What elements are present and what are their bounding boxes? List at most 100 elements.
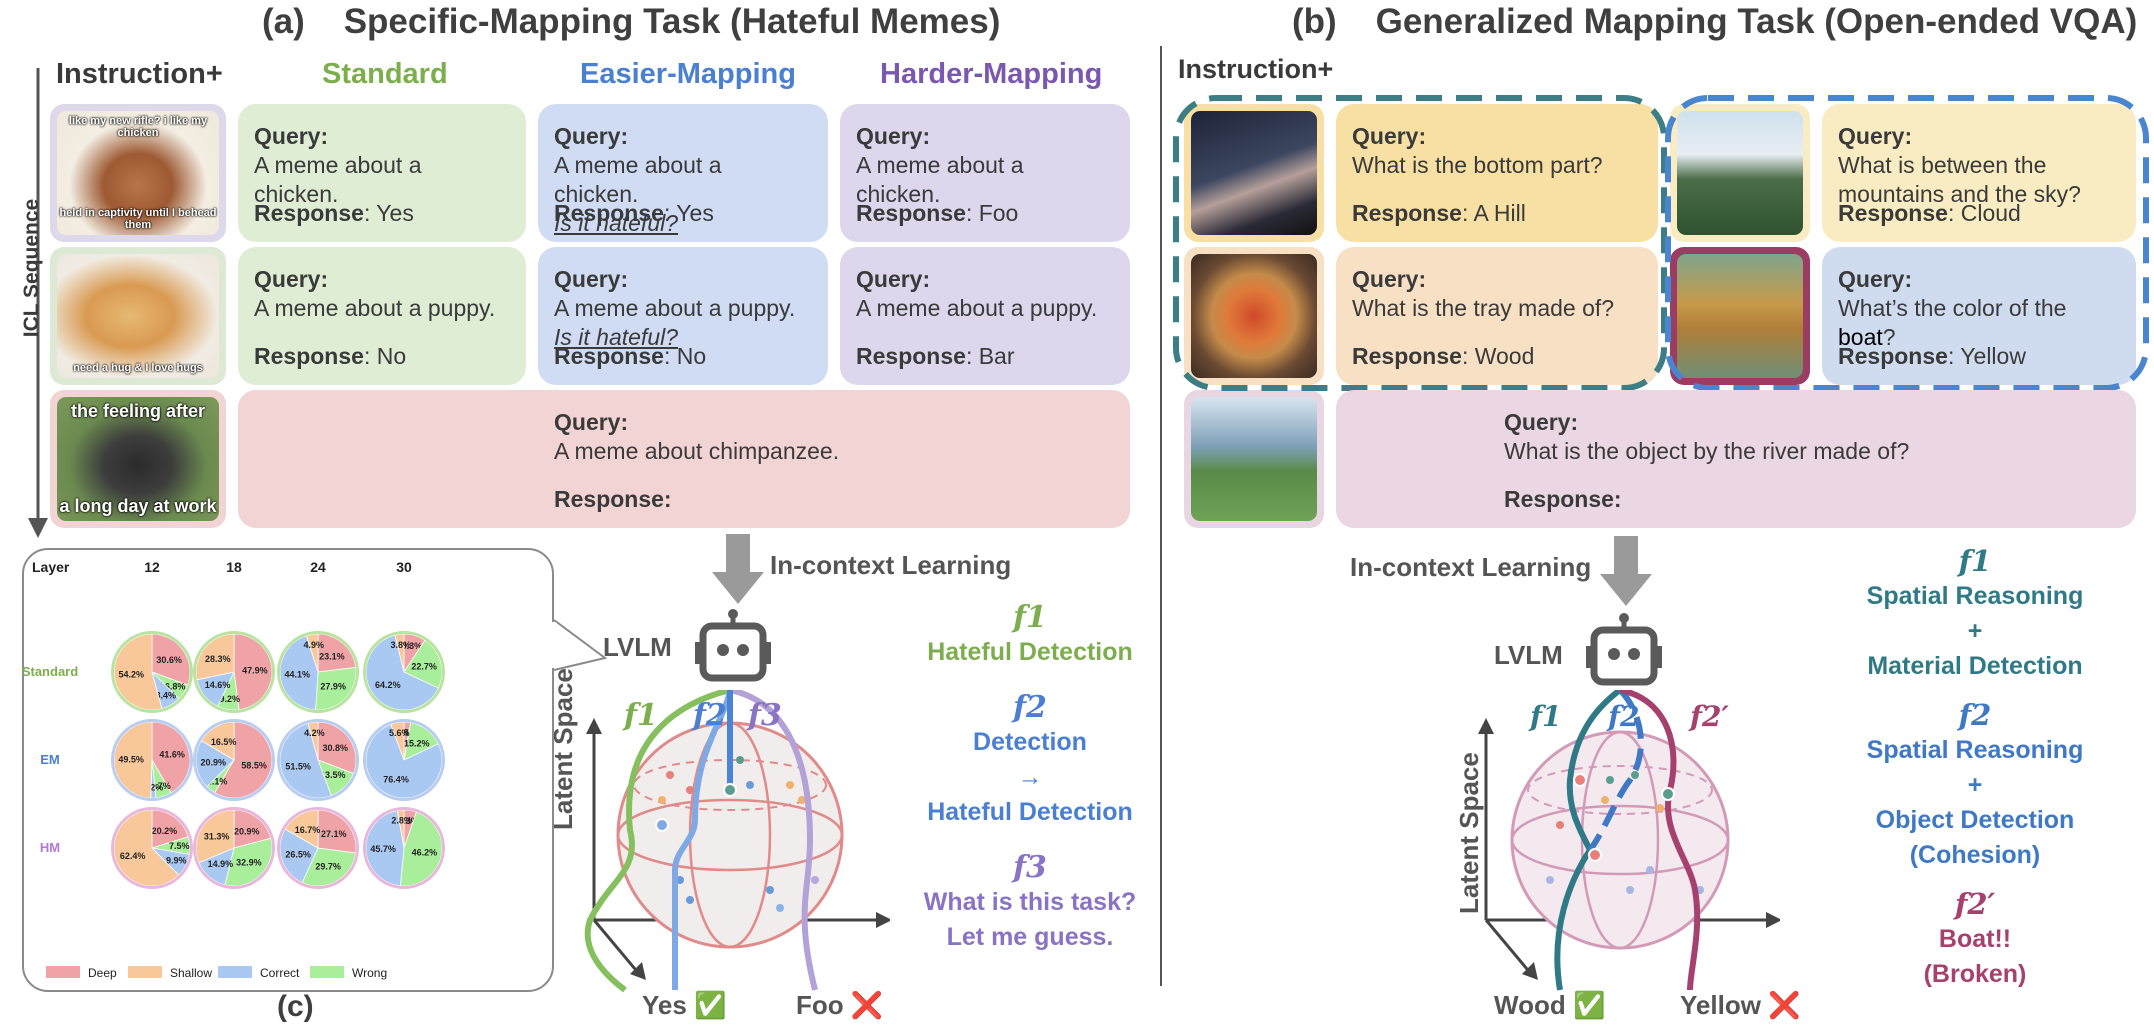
latent-label-b: Latent Space xyxy=(1454,752,1484,914)
pie-border xyxy=(193,719,275,801)
pie-slice-label: 6.8% xyxy=(165,682,186,692)
robot-icon-a xyxy=(695,609,771,682)
pie-slice xyxy=(365,634,439,711)
f2-label-a: f2 xyxy=(693,698,727,733)
pie-slice xyxy=(233,809,272,849)
query-text: A meme about a chicken. xyxy=(856,152,1024,207)
response-line: Response: Yes xyxy=(554,200,714,226)
output-yes: Yes ✅ xyxy=(642,990,727,1020)
pie-slice xyxy=(284,809,319,849)
pie-slice-label: 8.4% xyxy=(156,691,177,701)
pie-slice-label: 28.3% xyxy=(205,654,231,664)
panel-a-title-text: Specific-Mapping Task (Hateful Memes) xyxy=(343,2,1001,41)
col-head-harder: Harder-Mapping xyxy=(880,58,1103,90)
query-text: A meme about a chicken. xyxy=(554,152,722,207)
pie-slice-label: 4.1% xyxy=(207,777,228,787)
pie-slice xyxy=(317,633,357,673)
pie-slice xyxy=(365,723,443,799)
panel-a-label: (a) xyxy=(262,2,305,41)
icl-sequence-arrow xyxy=(28,68,48,538)
response-line: Response: A Hill xyxy=(1352,200,1526,226)
robot-icon-b xyxy=(1586,613,1662,686)
pie-slice-label: 49.5% xyxy=(118,755,144,765)
boat-image xyxy=(1677,254,1803,378)
callout-tail xyxy=(552,619,608,671)
query-label: Query: xyxy=(1838,266,1913,292)
pie-slice-label: 4.2% xyxy=(304,728,325,738)
query-text: What is the tray made of? xyxy=(1352,295,1615,321)
pie-slice xyxy=(365,810,405,887)
panel-b-label: (b) xyxy=(1292,2,1337,41)
vqa-thumb-river xyxy=(1184,390,1324,528)
pie-slice-label: 20.9% xyxy=(200,758,226,768)
pie-slice-label: 2.8% xyxy=(391,816,412,826)
check-icon: ✅ xyxy=(1572,990,1606,1020)
pie-slice-label: 27.1% xyxy=(321,829,347,839)
pie-slice-label: 44.1% xyxy=(284,670,310,680)
vqa-thumb-pizza xyxy=(1184,247,1324,385)
pie-slice-label: 14.6% xyxy=(205,680,231,690)
vqa-box-3: Query: What is the tray made of? Respons… xyxy=(1336,247,1658,385)
pie-slice-label: 2.2% xyxy=(143,782,164,792)
cross-icon: ❌ xyxy=(1768,990,1801,1020)
box-easier-chicken: Query: A meme about a chicken. Is it hat… xyxy=(538,104,828,242)
hateful-prompt: Is it hateful? xyxy=(554,324,679,350)
pie-border xyxy=(193,807,275,889)
pie-slice-label: 30.8% xyxy=(322,743,348,753)
query-text: A meme about a puppy. xyxy=(254,295,496,321)
legend-label: Deep xyxy=(88,966,117,980)
pie-border xyxy=(277,807,359,889)
response-line: Response: Bar xyxy=(856,343,1015,369)
pie-slice-label: 20.9% xyxy=(234,826,260,836)
pie-slice xyxy=(151,633,191,686)
box-standard-chicken: Query: A meme about a chicken. Response:… xyxy=(238,104,526,242)
query-label: Query: xyxy=(254,266,329,292)
query-label: Query: xyxy=(1352,266,1427,292)
legend-label: Shallow xyxy=(170,966,212,980)
pie-slice-label: 51.5% xyxy=(285,761,311,771)
pie-slice xyxy=(305,633,319,673)
response-line: Response: Yes xyxy=(254,200,414,226)
pie-slice-label: 23.1% xyxy=(319,651,345,661)
legend-swatch xyxy=(218,966,252,978)
legend-label: Correct xyxy=(260,966,300,980)
dashed-groups xyxy=(1173,95,2149,391)
box-final-query-a: Query: A meme about chimpanzee. Response… xyxy=(238,390,1130,528)
pie-slice xyxy=(113,809,180,887)
final-response-label: Response: xyxy=(1504,486,1622,512)
river-image xyxy=(1191,397,1317,521)
f2p-label-b: f2′ xyxy=(1690,700,1729,733)
legend-swatch xyxy=(128,966,162,978)
hateful-prompt: Is it hateful? xyxy=(554,210,679,236)
latent-space-diagram-a xyxy=(584,690,890,993)
milkyway-image xyxy=(1191,111,1317,235)
pie-slice-label: 13.5% xyxy=(320,770,346,780)
query-label: Query: xyxy=(254,123,329,149)
instruction-header-b: Instruction+ xyxy=(1178,54,1334,84)
pie-slice-label: 9.3% xyxy=(402,641,423,651)
pie-slice-label: 9.9% xyxy=(166,856,187,866)
query-text: A meme about a chicken. xyxy=(254,152,422,207)
pie-slice-label: 6.7% xyxy=(150,781,171,791)
pie-slice-label: 3.8% xyxy=(390,640,411,650)
pie-border xyxy=(363,631,445,713)
box-easier-puppy: Query: A meme about a puppy. Is it hatef… xyxy=(538,247,828,385)
meme-chimp-image: the feeling after a long day at work xyxy=(57,397,219,521)
col-head-easier: Easier-Mapping xyxy=(580,58,796,90)
pie-slice-label: 4.9% xyxy=(304,640,325,650)
final-response-label: Response: xyxy=(554,486,672,512)
pie-slice-label: 76.4% xyxy=(383,774,409,784)
pie-slice xyxy=(394,633,405,673)
pie-slice xyxy=(113,721,153,799)
icl-arrow-a xyxy=(712,534,764,604)
layer-tick: 30 xyxy=(396,559,412,575)
pie-slice xyxy=(214,721,273,799)
pie-slice-label: 29.7% xyxy=(315,861,341,871)
response-line: Response: Cloud xyxy=(1838,200,2021,226)
f1-label-b: f1 xyxy=(1530,700,1562,733)
pie-slice-label: 45.7% xyxy=(370,844,396,854)
pie-row-label: EM xyxy=(40,752,60,767)
pie-slice-label: 27.9% xyxy=(320,681,346,691)
response-line: Response: Foo xyxy=(856,200,1019,226)
